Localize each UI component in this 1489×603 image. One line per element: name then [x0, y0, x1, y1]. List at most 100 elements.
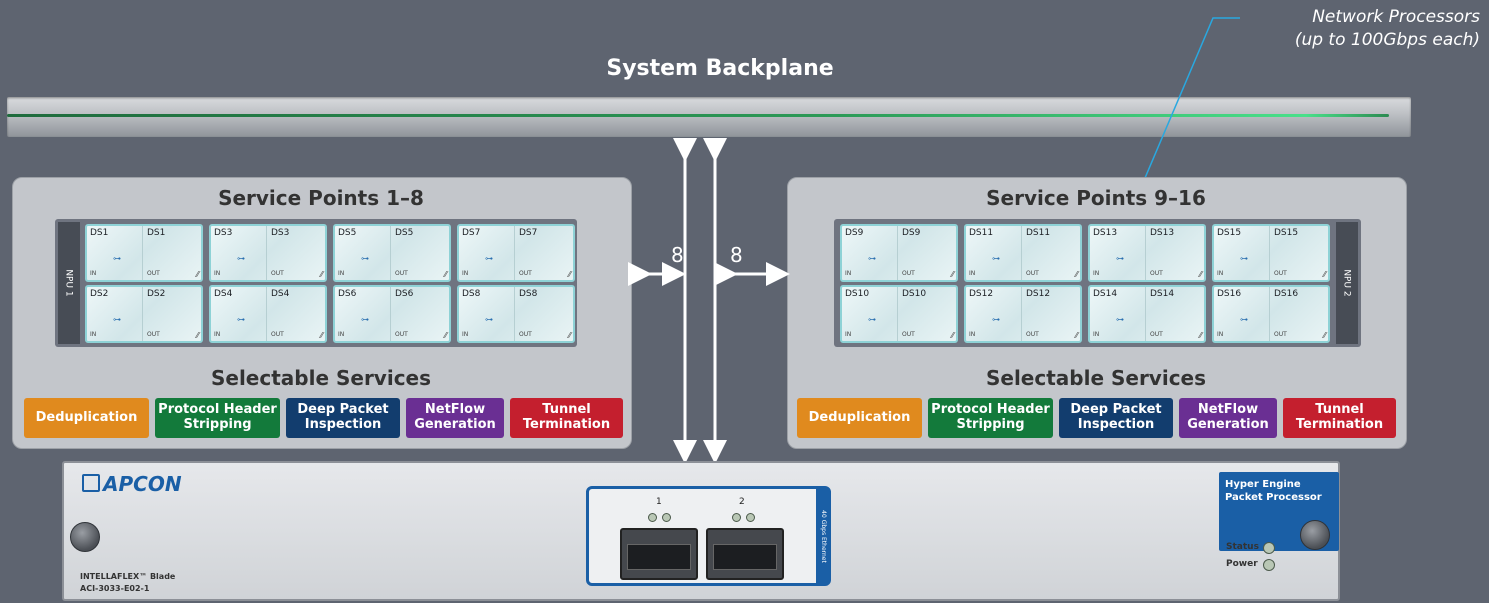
flow-icon: ⊶ — [992, 315, 1000, 324]
slot-in-label: IN — [1217, 331, 1224, 338]
flow-icon: ⊶ — [361, 315, 369, 324]
flow-icon: ⊶ — [1240, 254, 1248, 263]
slot-label-out: DS3 — [271, 228, 290, 238]
npu-1-label: NPU 1 — [58, 222, 80, 344]
flow-icon: ⊶ — [1116, 315, 1124, 324]
slot-in-label: IN — [969, 270, 976, 277]
apcon-logo: APCON — [82, 472, 182, 496]
flow-icon: ⊶ — [361, 254, 369, 263]
slot-in-label: IN — [338, 270, 345, 277]
slot-out-label: OUT — [1274, 331, 1287, 338]
port-2-led-a — [732, 513, 741, 522]
grip-icon: ⁄⁄ — [320, 331, 323, 340]
flow-icon: ⊶ — [868, 254, 876, 263]
slot-out-label: OUT — [271, 331, 284, 338]
port-1[interactable] — [620, 528, 698, 580]
slot-label-in: DS8 — [462, 289, 481, 299]
grip-icon: ⁄⁄ — [196, 331, 199, 340]
chip-icon — [82, 474, 100, 492]
grip-icon: ⁄⁄ — [1199, 331, 1202, 340]
slot-out-label: OUT — [1026, 270, 1039, 277]
right-services-title: Selectable Services — [985, 366, 1207, 390]
grip-icon: ⁄⁄ — [951, 331, 954, 340]
device-model-number: ACI-3033-E02-1 — [80, 584, 150, 593]
slot-label-out: DS13 — [1150, 228, 1175, 238]
flow-icon: ⊶ — [237, 315, 245, 324]
slot-label-in: DS12 — [969, 289, 994, 299]
service-option[interactable]: Deduplication — [24, 398, 149, 438]
slot-label-out: DS8 — [519, 289, 538, 299]
flow-icon: ⊶ — [868, 315, 876, 324]
grip-icon: ⁄⁄ — [568, 270, 571, 279]
backplane-title: System Backplane — [606, 56, 834, 81]
slot-in-label: IN — [214, 270, 221, 277]
slot-label-in: DS13 — [1093, 228, 1118, 238]
grip-icon: ⁄⁄ — [951, 270, 954, 279]
hyper-engine-label: Hyper Engine Packet Processor — [1225, 478, 1322, 504]
port-1-label: 1 — [656, 497, 662, 507]
right-screw-icon — [1300, 520, 1330, 550]
engine-line1: Hyper Engine — [1225, 479, 1301, 490]
flow-icon: ⊶ — [485, 315, 493, 324]
flow-icon: ⊶ — [113, 315, 121, 324]
slot-label-in: DS11 — [969, 228, 994, 238]
ports-side-text: 40 Gbps Ethernet — [819, 509, 827, 563]
slot-out-label: OUT — [519, 331, 532, 338]
flow-icon: ⊶ — [113, 254, 121, 263]
slot-in-label: IN — [845, 270, 852, 277]
slot-label-in: DS6 — [338, 289, 357, 299]
slot-label-out: DS4 — [271, 289, 290, 299]
right-panel-title: Service Points 9–16 — [986, 186, 1206, 210]
slot-label-in: DS10 — [845, 289, 870, 299]
slot-label-out: DS9 — [902, 228, 921, 238]
slot-label-out: DS11 — [1026, 228, 1051, 238]
port-module-side-label: 40 Gbps Ethernet — [816, 489, 830, 583]
port-2[interactable] — [706, 528, 784, 580]
grip-icon: ⁄⁄ — [1199, 270, 1202, 279]
flow-icon: ⊶ — [992, 254, 1000, 263]
slot-out-label: OUT — [1150, 270, 1163, 277]
slot-label-in: DS7 — [462, 228, 481, 238]
port-2-label: 2 — [739, 497, 745, 507]
left-panel-title: Service Points 1–8 — [218, 186, 424, 210]
grip-icon: ⁄⁄ — [1075, 270, 1078, 279]
grip-icon: ⁄⁄ — [444, 270, 447, 279]
slot-label-in: DS4 — [214, 289, 233, 299]
backplane-stripe — [7, 114, 1389, 117]
slot-label-in: DS5 — [338, 228, 357, 238]
service-option[interactable]: Deduplication — [797, 398, 922, 438]
left-link-count: 8 — [671, 243, 684, 267]
callout-line2: (up to 100Gbps each) — [1294, 29, 1480, 50]
grip-icon: ⁄⁄ — [568, 331, 571, 340]
slot-out-label: OUT — [395, 270, 408, 277]
npu-2-label: NPU 2 — [1336, 222, 1358, 344]
grip-icon: ⁄⁄ — [1323, 270, 1326, 279]
slot-out-label: OUT — [1150, 331, 1163, 338]
slot-in-label: IN — [214, 331, 221, 338]
status-label: Status — [1226, 542, 1259, 552]
slot-label-out: DS15 — [1274, 228, 1299, 238]
slot-label-in: DS9 — [845, 228, 864, 238]
slot-label-in: DS2 — [90, 289, 109, 299]
slot-label-in: DS15 — [1217, 228, 1242, 238]
left-screw-icon — [70, 522, 100, 552]
service-point-slot: DS4 DS4 ⊶ IN OUT ⁄⁄ — [209, 285, 327, 343]
slot-out-label: OUT — [271, 270, 284, 277]
slot-label-in: DS14 — [1093, 289, 1118, 299]
